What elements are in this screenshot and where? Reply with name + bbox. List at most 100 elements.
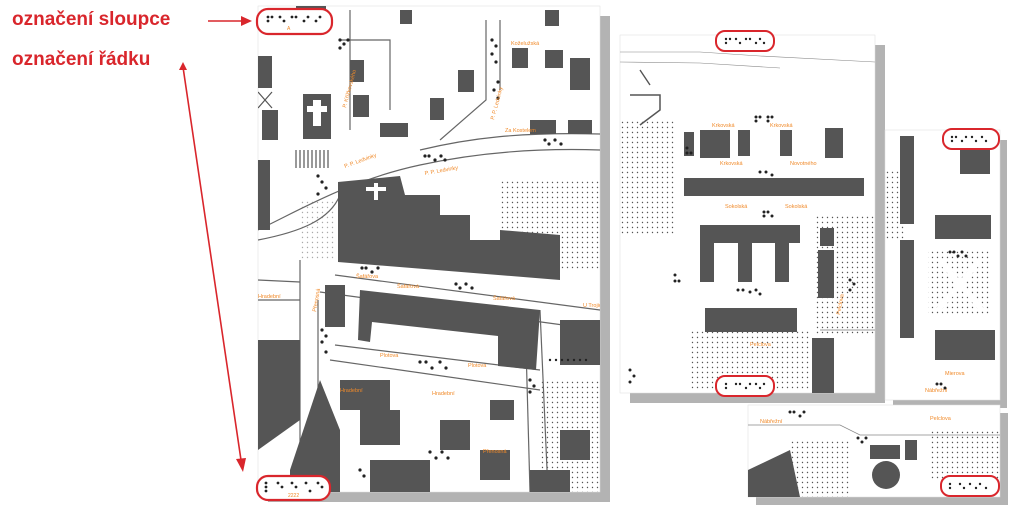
building [812,338,834,393]
row-arrow-start-icon [179,62,187,70]
svg-text:Mierova: Mierova [945,371,966,377]
building [700,130,730,158]
building [900,240,914,338]
building [775,240,789,282]
row-index-marker [715,375,775,397]
svg-text:Přenosná: Přenosná [483,449,507,455]
building [545,50,563,68]
building [684,132,694,156]
building [530,470,570,492]
column-arrowhead-icon [241,16,252,26]
svg-text:Krkovská: Krkovská [712,123,736,129]
svg-text:Šafářová: Šafářová [493,295,516,302]
building [325,285,345,327]
building [935,215,991,239]
svg-text:Krkovská: Krkovská [770,123,794,129]
row-index-marker: 2222 [255,474,332,502]
building [818,250,834,298]
building [700,225,800,243]
building [512,48,528,68]
middle-dotted-park [620,120,675,235]
building [370,460,430,492]
row-arrow [182,66,242,461]
building [684,178,864,196]
bottom-dotted-area [790,440,850,497]
svg-text:Nábřežní: Nábřežní [925,388,948,394]
building [900,136,914,224]
circular-building [872,461,900,489]
building [560,430,590,460]
svg-text:Koželužská: Koželužská [511,41,540,47]
annotation-arrows [179,16,252,472]
building [360,410,400,445]
svg-text:Sokolská: Sokolská [725,204,748,210]
building [400,10,412,24]
building [905,440,917,460]
row-arrowhead-icon [236,458,246,472]
building [960,150,990,174]
building [262,110,278,140]
svg-text:Novotného: Novotného [790,161,817,167]
building [870,445,900,459]
svg-text:U Trojice: U Trojice [583,303,605,309]
svg-text:Šafářova: Šafářova [356,273,379,280]
building [570,58,590,90]
row-index-marker [940,475,1000,497]
building [935,330,995,360]
building [480,450,510,480]
building [545,10,559,26]
building [530,120,556,134]
building [440,420,470,450]
svg-text:Krkovská: Krkovská [720,161,744,167]
building [738,130,750,156]
building [700,240,714,282]
building [490,400,514,420]
building [258,160,270,230]
building [350,60,364,82]
building [458,70,474,92]
svg-text:Plotova: Plotova [380,353,399,359]
svg-text:Nábřežní: Nábřežní [760,419,783,425]
building [290,380,340,492]
svg-text:Hradební: Hradební [258,294,281,300]
row-marking-label: označení řádku [12,49,151,70]
building [560,320,600,365]
svg-text:Za Kostelem: Za Kostelem [505,128,536,134]
svg-text:P. P. Ledvinky: P. P. Ledvinky [424,165,459,177]
middle-map-sheet: Krkovská Krkovská Krkovská Novotného Sok… [619,30,885,403]
building [380,123,408,137]
svg-text:Sokolská: Sokolská [785,204,808,210]
column-marking-label: označení sloupce [12,9,171,30]
building [430,98,444,120]
svg-text:Pelclova: Pelclova [930,416,952,422]
column-index-marker [715,30,775,52]
building [258,56,272,88]
right-map-sheet: Mierova Nábřežní [884,128,1007,408]
building [705,308,797,332]
svg-text:Pelclova: Pelclova [750,342,772,348]
building [568,120,592,134]
svg-text:Plotova: Plotova [468,363,487,369]
svg-text:Hradební: Hradební [340,388,363,394]
bottom-map-sheet: Nábřežní Pelclova [747,404,1008,505]
building [825,128,843,158]
building-block [358,290,540,370]
svg-text:Šafářová: Šafářová [397,283,420,290]
building [820,228,834,246]
column-index-marker: A [255,7,334,36]
column-index-marker [942,128,1000,150]
building [258,340,300,450]
main-map-sheet: P. Křížkovského Koželužská P. P. Ledvink… [255,5,610,502]
building [353,95,369,117]
dotted-park [300,200,334,260]
building [738,240,752,282]
building [340,380,390,410]
bottom-dotted-area [930,430,1000,480]
svg-text:Pelclova: Pelclova [836,293,846,315]
svg-text:Přenosná: Přenosná [312,287,322,312]
row-index-text: 2222 [288,493,299,499]
church-complex [338,176,560,280]
building [780,130,792,156]
column-index-text: A [287,26,291,32]
